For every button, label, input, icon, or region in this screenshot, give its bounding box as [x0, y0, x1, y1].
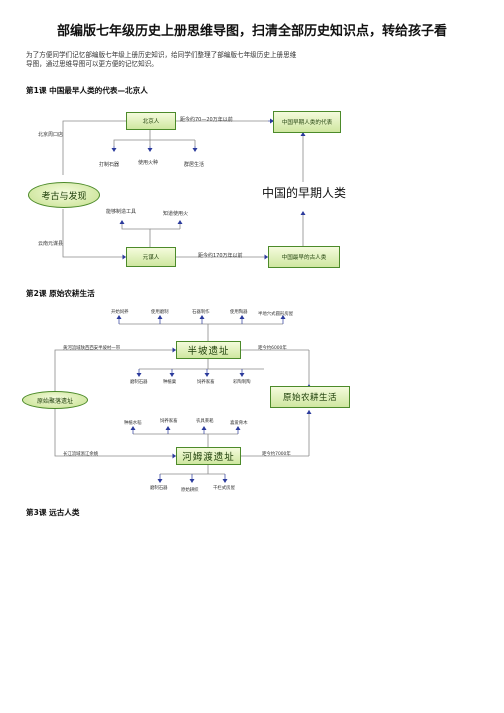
- beijing-man-box: 北京人: [126, 112, 176, 130]
- connector-yuanmou-traits: [121, 224, 151, 247]
- settlement-oval: 原始聚落遗址: [22, 391, 88, 409]
- page-title: 部编版七年级历史上册思维导图，扫清全部历史知识点，转给孩子看: [56, 24, 447, 39]
- beijing-trait-1: 打制石器: [99, 162, 120, 168]
- yuanmou-location-label: 云南元谋县: [38, 241, 64, 247]
- intro-paragraph: 为了方便同学们记忆部编版七年级上册历史知识，给同学们整理了部编版七年级历史上册思…: [26, 51, 386, 70]
- beijing-trait-2: 使用火种: [138, 160, 159, 166]
- banpo-time-label: 距今约6000年: [258, 346, 287, 351]
- beijing-rep-box: 中国早期人类的代表: [273, 111, 341, 133]
- banpo-top-3: 石器制作: [192, 310, 210, 315]
- connector-oval-banpo: [54, 349, 176, 391]
- banpo-location-label: 黄河流域陕西西安半坡村一带: [63, 346, 121, 351]
- intro-line-1: 为了方便同学们记忆部编版七年级上册历史知识，给同学们整理了部编版七年级历史上册思…: [26, 51, 297, 59]
- lesson2-heading: 第2课 原始农耕生活: [26, 289, 95, 298]
- archaeology-oval: 考古与发现: [28, 182, 100, 208]
- banpo-bottom-2: 种植粟: [163, 380, 177, 385]
- hemudu-box: 河姆渡遗址: [176, 447, 241, 465]
- hemudu-bottom-1: 磨制石器: [150, 486, 168, 491]
- early-humans-label: 中国的早期人类: [262, 186, 347, 200]
- banpo-box: 半坡遗址: [176, 341, 241, 359]
- beijing-time-label: 距今约70—20万年以前: [180, 117, 233, 123]
- yuanmou-time-label: 距今约170万年以前: [198, 253, 243, 259]
- yuanmou-trait-2: 知道使用火: [163, 211, 189, 217]
- intro-line-2: 导图，通过思维导图可以更方便的记忆知识。: [26, 60, 158, 69]
- banpo-top-4: 使用陶器: [230, 310, 248, 315]
- hemudu-bottom-3: 干栏式房屋: [213, 486, 235, 491]
- beijing-trait-3: 群居生活: [184, 162, 205, 168]
- banpo-bottom-3: 饲养家畜: [197, 380, 215, 385]
- beijing-location-label: 北京周口店: [38, 132, 64, 138]
- hemudu-top-4: 喜爱骨木: [230, 421, 248, 426]
- hemudu-top-3: 农具耒耜: [196, 419, 214, 424]
- hemudu-location-label: 长江流域浙江余姚: [63, 452, 99, 457]
- yuanmou-trait-1: 能够制造工具: [106, 209, 137, 215]
- yuanmou-man-box: 元谋人: [126, 247, 176, 267]
- farming-life-box: 原始农耕生活: [270, 386, 350, 408]
- banpo-top-5: 半地穴式圆形房屋: [258, 312, 294, 317]
- lesson1-heading: 第1课 中国最早人类的代表—北京人: [26, 86, 148, 95]
- banpo-bottom-4: 彩陶制陶: [233, 380, 251, 385]
- lesson3-heading: 第3课 远古人类: [26, 508, 80, 517]
- banpo-top-1: 开始饲养: [111, 310, 129, 315]
- banpo-top-2: 使用磨制: [151, 310, 169, 315]
- hemudu-top-2: 饲养家畜: [160, 419, 178, 424]
- connector-beijing-traits: [113, 130, 151, 146]
- connector-oval-hemudu: [54, 408, 176, 457]
- yuanmou-rep-box: 中国最早的古人类: [268, 246, 340, 268]
- banpo-bottom-1: 磨制石器: [130, 380, 148, 385]
- hemudu-time-label: 距今约7000年: [262, 452, 291, 457]
- hemudu-top-1: 种植水稻: [124, 421, 142, 426]
- hemudu-bottom-2: 原始耕织: [181, 488, 199, 493]
- connector-oval-yuanmou: [62, 209, 126, 258]
